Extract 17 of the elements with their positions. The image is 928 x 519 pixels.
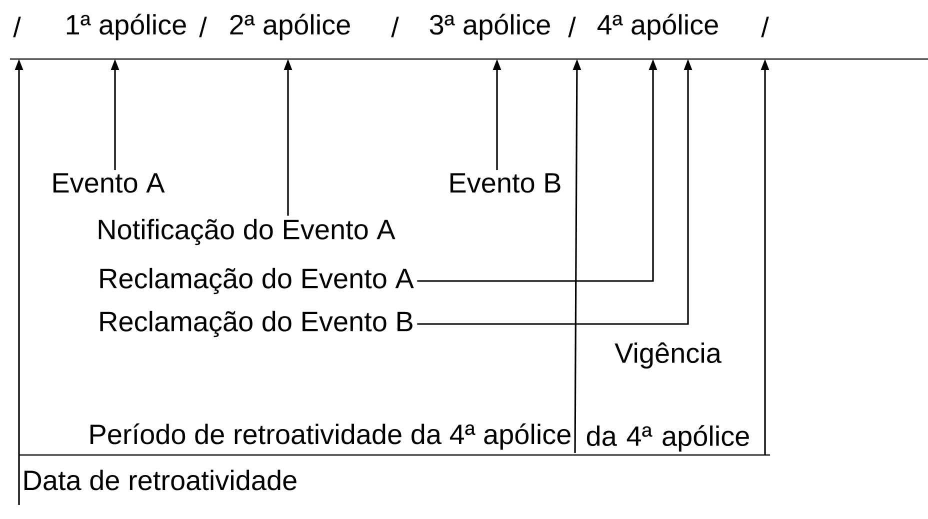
node-label: Período de retroatividade da 4ª apólice: [90, 423, 570, 450]
node-label: Data de retroatividade: [24, 470, 296, 490]
node-label: Vigência da 4ª apólice: [586, 342, 749, 452]
divider-slash: /: [199, 16, 207, 38]
node-label: Evento B: [450, 173, 560, 193]
policy-label: 2ª apólice: [230, 14, 350, 40]
node-label: Evento A: [53, 173, 165, 193]
divider-slash: /: [761, 16, 769, 38]
divider-slash: /: [391, 16, 399, 38]
policy-label: 1ª apólice: [66, 14, 186, 40]
policy-label: 4ª apólice: [597, 14, 718, 40]
divider-slash: /: [568, 16, 576, 38]
node-label: Notificação do Evento A: [98, 218, 396, 246]
divider-slash: /: [13, 16, 21, 38]
policy-label: 3ª apólice: [430, 14, 550, 40]
node-label: Reclamação do Evento A: [100, 268, 414, 294]
node-label: Reclamação do Evento B: [100, 310, 412, 338]
